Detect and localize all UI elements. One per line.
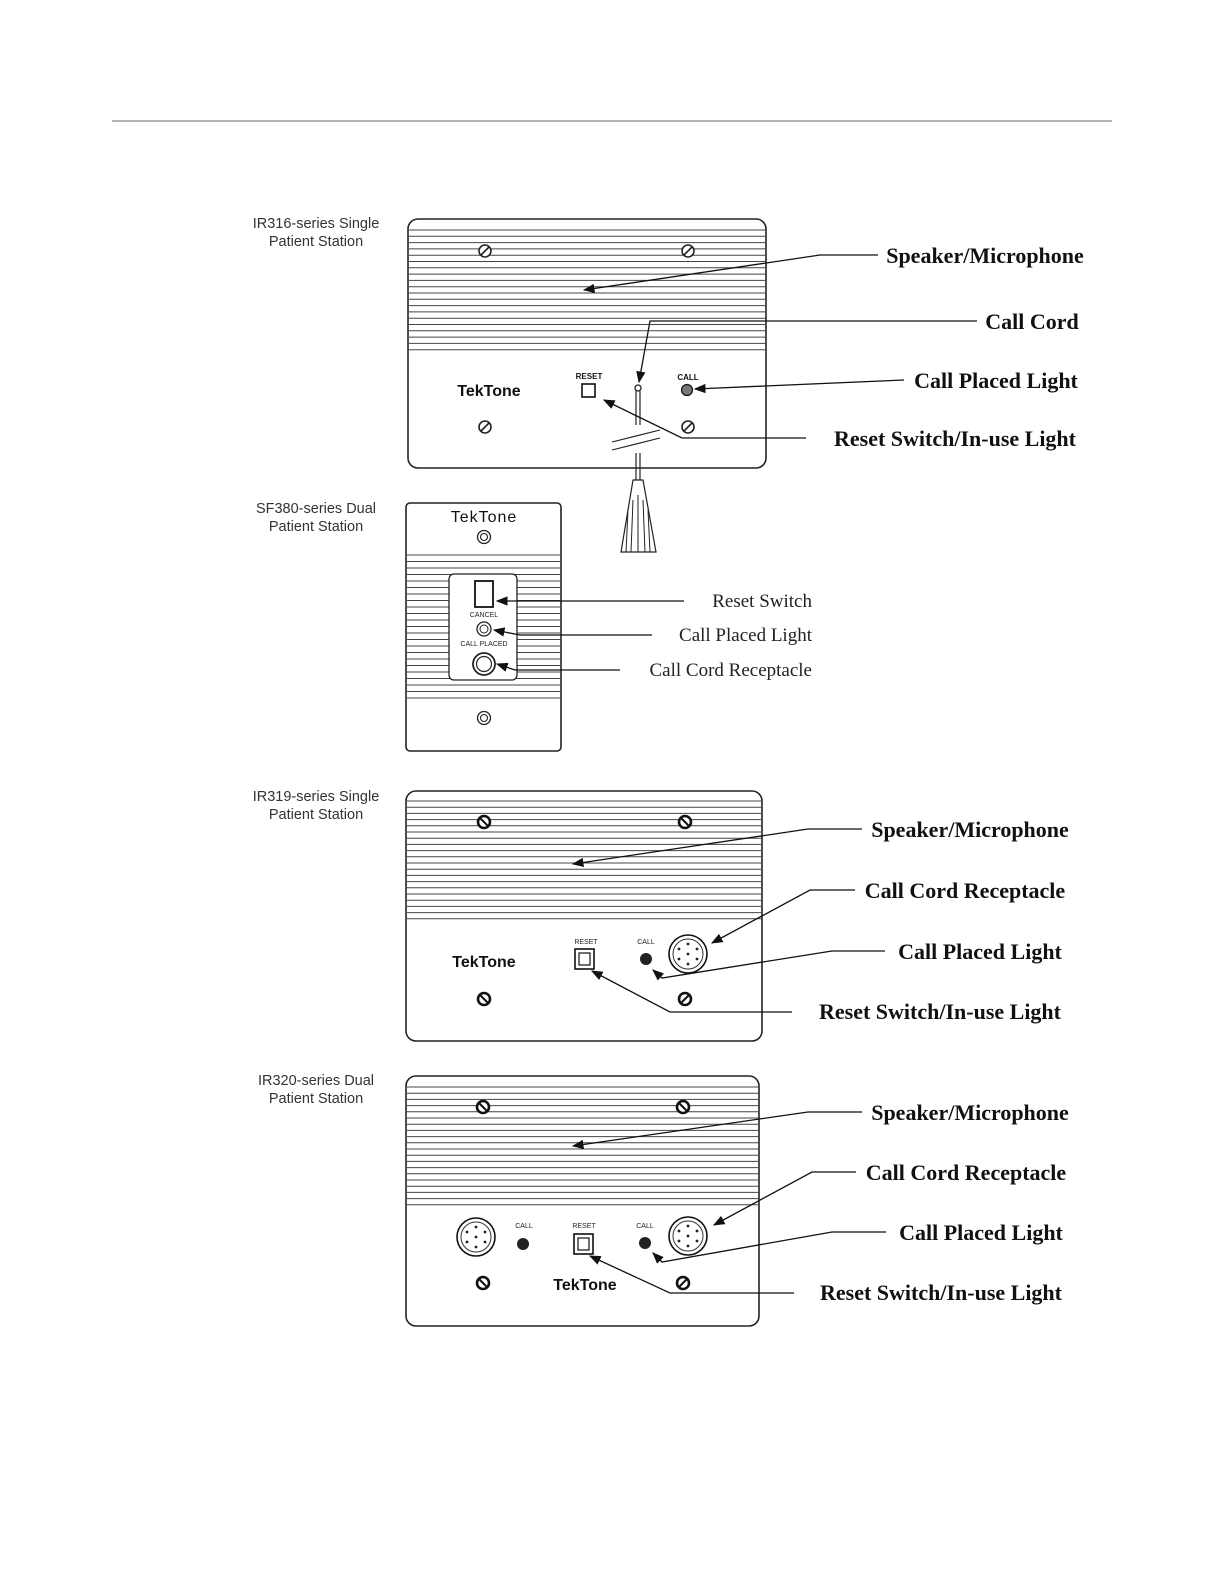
reset-label: RESET (574, 939, 598, 946)
screw-icon (675, 1275, 691, 1291)
call-cord-receptacle[interactable] (668, 1216, 708, 1256)
leader-receptacle (712, 1171, 856, 1226)
tektone-logo: TekTone (553, 1277, 617, 1294)
callout-reset-switch: Reset Switch/In-use Light (820, 1280, 1063, 1305)
call-placed-light-left (517, 1238, 529, 1250)
callout-reset-switch: Reset Switch/In-use Light (834, 426, 1077, 451)
screw-icon (476, 991, 492, 1007)
leader-reset (590, 970, 792, 1013)
leader-call-light (492, 627, 652, 637)
station-ir320: IR320-series Dual Patient Station CALL R… (258, 1073, 1069, 1327)
callout-reset-switch: Reset Switch (712, 591, 812, 612)
call-label-left: CALL (515, 1223, 533, 1230)
screw-icon (677, 991, 693, 1007)
leader-call-light (652, 1231, 886, 1264)
screw-icon (476, 814, 492, 830)
cancel-label: CANCEL (470, 612, 499, 619)
reset-label: RESET (576, 372, 603, 381)
screw-icon (476, 710, 492, 726)
station-caption-line2: Patient Station (269, 234, 363, 250)
screw-icon (476, 529, 492, 545)
reset-switch[interactable] (474, 580, 494, 608)
leader-call-cord (636, 320, 977, 384)
tektone-logo: TekTone (452, 954, 516, 971)
screw-icon (475, 1099, 491, 1115)
callout-call-placed-light: Call Placed Light (898, 939, 1062, 964)
call-cord-receptacle[interactable] (668, 934, 708, 974)
callout-call-cord-receptacle: Call Cord Receptacle (650, 660, 813, 681)
tektone-logo: TekTone (451, 509, 518, 526)
reset-label: RESET (572, 1223, 596, 1230)
call-label: CALL (677, 373, 698, 382)
reset-switch[interactable] (581, 383, 596, 398)
leader-speaker (571, 828, 862, 868)
station-ir316: IR316-series Single Patient Station TekT… (253, 216, 1084, 553)
callout-reset-switch: Reset Switch/In-use Light (819, 999, 1062, 1024)
leader-receptacle (495, 662, 620, 672)
leader-reset (588, 1255, 794, 1294)
call-label: CALL (637, 939, 655, 946)
station-caption-line1: IR319-series Single (253, 789, 380, 805)
leader-speaker (582, 254, 878, 294)
callout-call-cord-receptacle: Call Cord Receptacle (865, 878, 1066, 903)
screw-icon (677, 814, 693, 830)
callout-call-cord-receptacle: Call Cord Receptacle (866, 1160, 1067, 1185)
screw-icon (475, 1275, 491, 1291)
call-placed-light-right (639, 1237, 651, 1249)
callout-speaker-microphone: Speaker/Microphone (886, 243, 1084, 268)
station-sf380: SF380-series Dual Patient Station TekTon… (256, 501, 813, 752)
callout-call-placed-light: Call Placed Light (899, 1220, 1063, 1245)
leader-call-light (693, 379, 905, 394)
screw-icon (675, 1099, 691, 1115)
station-caption-line1: IR320-series Dual (258, 1073, 374, 1089)
station-ir319: IR319-series Single Patient Station TekT… (253, 789, 1069, 1042)
call-cord (611, 384, 661, 553)
callout-speaker-microphone: Speaker/Microphone (871, 1100, 1069, 1125)
callout-call-cord: Call Cord (985, 309, 1079, 334)
callout-call-placed-light: Call Placed Light (914, 368, 1078, 393)
leader-receptacle (710, 889, 855, 944)
leader-call-light (652, 950, 885, 981)
station-caption-line2: Patient Station (269, 1091, 363, 1107)
screw-icon (681, 244, 695, 258)
screw-icon (478, 420, 492, 434)
station-housing (405, 790, 763, 1042)
call-placed-light (680, 383, 694, 397)
leader-speaker (571, 1111, 862, 1150)
tektone-logo: TekTone (457, 383, 521, 400)
station-caption-line1: SF380-series Dual (256, 501, 376, 517)
station-caption-line2: Patient Station (269, 807, 363, 823)
station-caption-line2: Patient Station (269, 519, 363, 535)
screw-icon (681, 420, 695, 434)
callout-speaker-microphone: Speaker/Microphone (871, 817, 1069, 842)
call-placed-label: CALL PLACED (460, 641, 507, 648)
screw-icon (478, 244, 492, 258)
callout-call-placed-light: Call Placed Light (679, 625, 813, 646)
call-cord-receptacle[interactable] (456, 1217, 496, 1257)
call-placed-light (640, 953, 652, 965)
call-label-right: CALL (636, 1223, 654, 1230)
leader-reset (602, 399, 806, 439)
station-caption-line1: IR316-series Single (253, 216, 380, 232)
